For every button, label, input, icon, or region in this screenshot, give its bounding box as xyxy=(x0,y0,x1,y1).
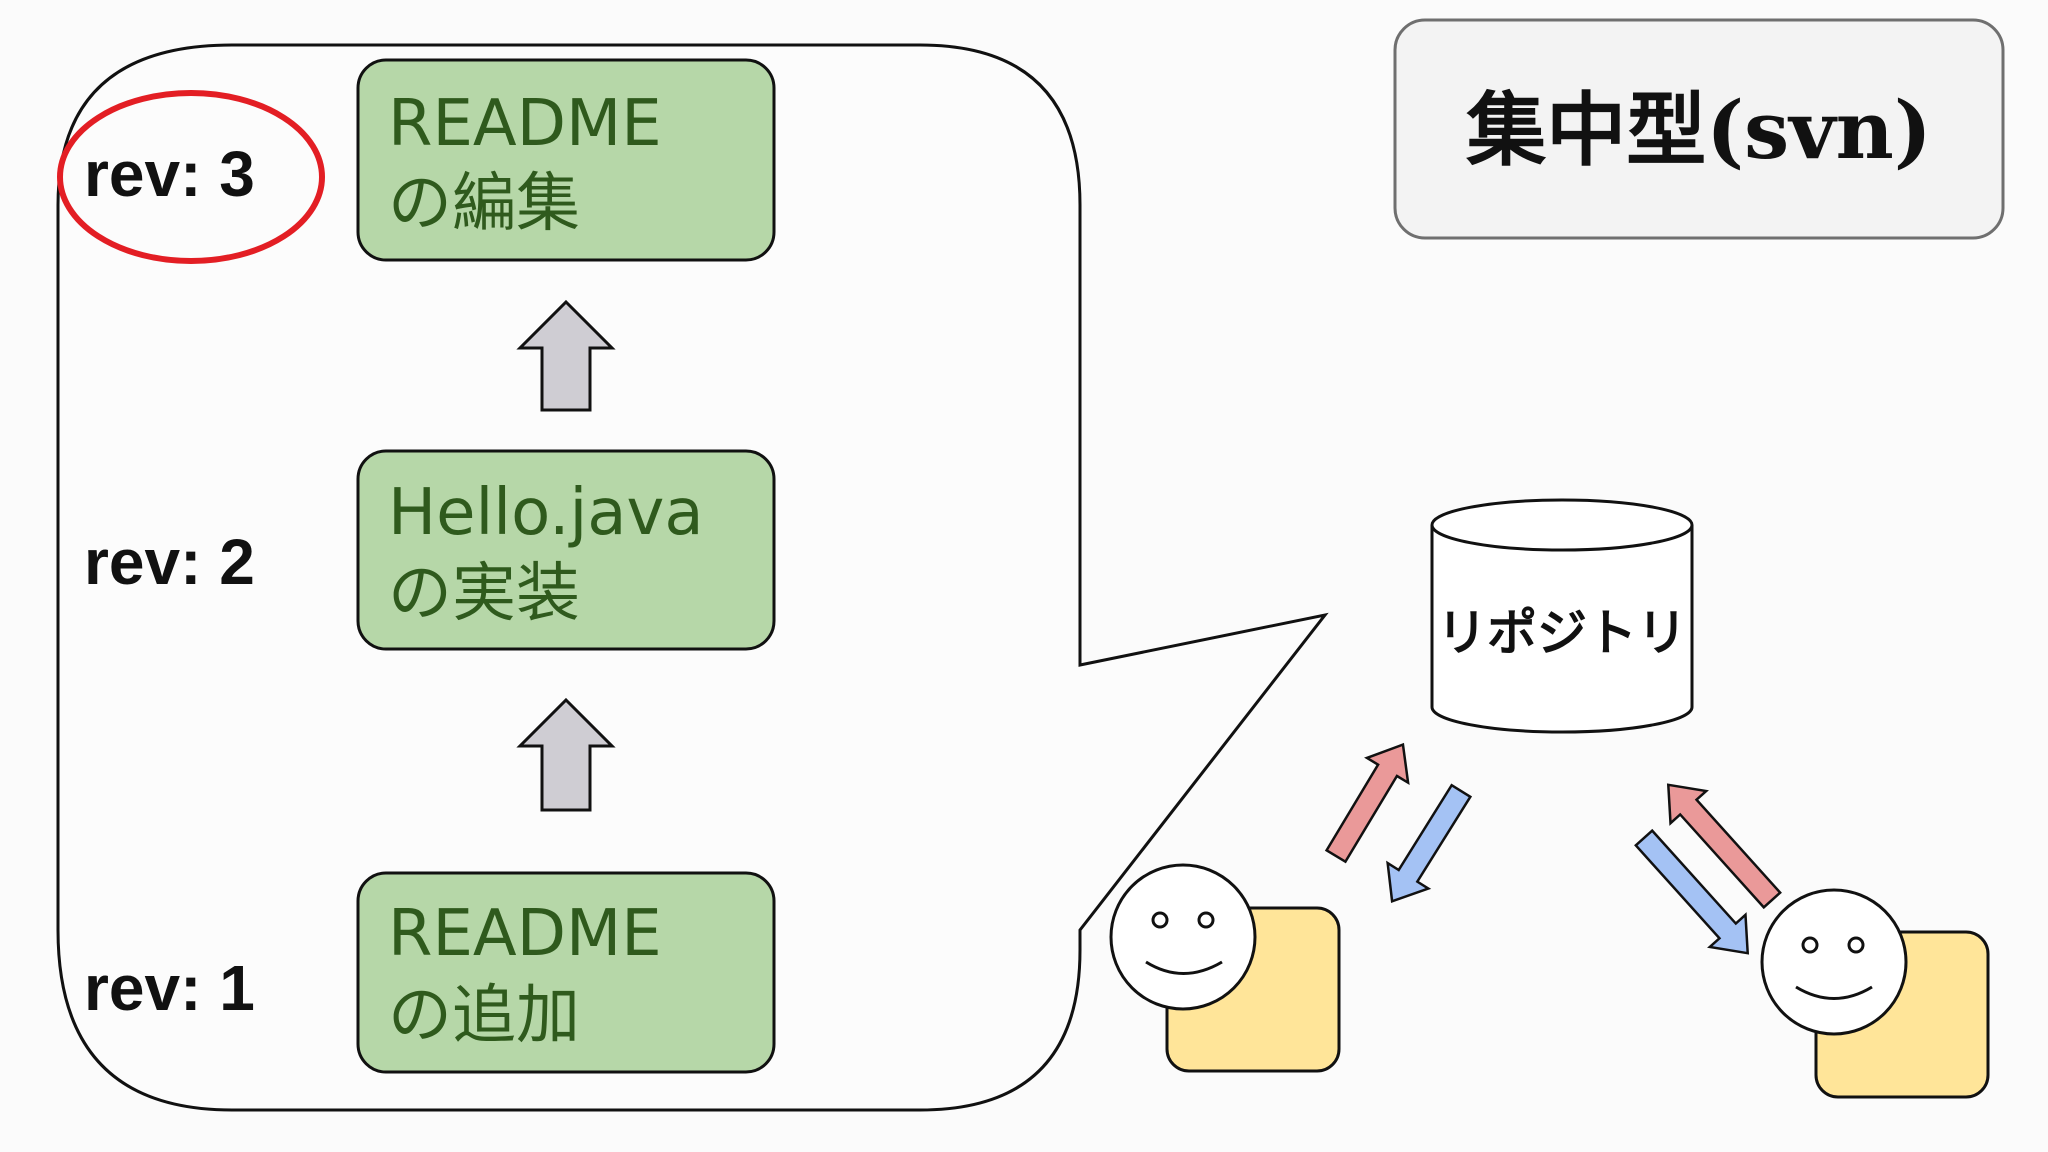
revision-3: rev: 3 README の編集 xyxy=(57,58,776,264)
smiley-face-icon xyxy=(1760,888,1908,1036)
revision-label: rev: 2 xyxy=(84,526,255,598)
commit-title: README xyxy=(388,87,662,161)
commit-box xyxy=(356,58,776,262)
commit-title: README xyxy=(388,897,662,971)
commit-title: Hello.java xyxy=(388,476,704,550)
revision-label: rev: 3 xyxy=(84,138,255,210)
up-arrow-icon xyxy=(516,697,616,812)
title-box: 集中型(svn) xyxy=(1393,18,2005,240)
revision-1: rev: 1 README の追加 xyxy=(84,871,776,1074)
diagram-title: 集中型(svn) xyxy=(1465,83,1931,177)
title-box-frame xyxy=(1393,18,2005,240)
smiley-face-icon xyxy=(1109,863,1257,1011)
repository-label: リポジトリ xyxy=(1437,604,1687,662)
commit-subtitle: の実装 xyxy=(388,557,580,631)
sync-arrow-icon xyxy=(1634,828,1750,955)
sync-arrow-icon xyxy=(1386,783,1473,903)
commit-subtitle: の追加 xyxy=(388,979,580,1053)
up-arrow-icon xyxy=(516,299,616,412)
sync-arrow-icon xyxy=(1324,742,1410,864)
commit-box xyxy=(356,871,776,1074)
revision-2: rev: 2 Hello.java の実装 xyxy=(84,449,776,651)
repository-body xyxy=(1430,525,1694,734)
right-user xyxy=(1760,888,1990,1099)
sync-arrow-icon xyxy=(1666,783,1782,910)
commit-box xyxy=(356,449,776,651)
highlight-circle xyxy=(57,90,325,264)
repository-top xyxy=(1430,498,1694,552)
left-user-sync-arrows xyxy=(1324,742,1473,903)
database-cylinder-icon: リポジトリ xyxy=(1430,498,1694,734)
left-user xyxy=(1109,863,1341,1073)
commit-subtitle: の編集 xyxy=(388,167,580,241)
revision-label: rev: 1 xyxy=(84,952,255,1024)
right-user-sync-arrows xyxy=(1634,783,1782,955)
